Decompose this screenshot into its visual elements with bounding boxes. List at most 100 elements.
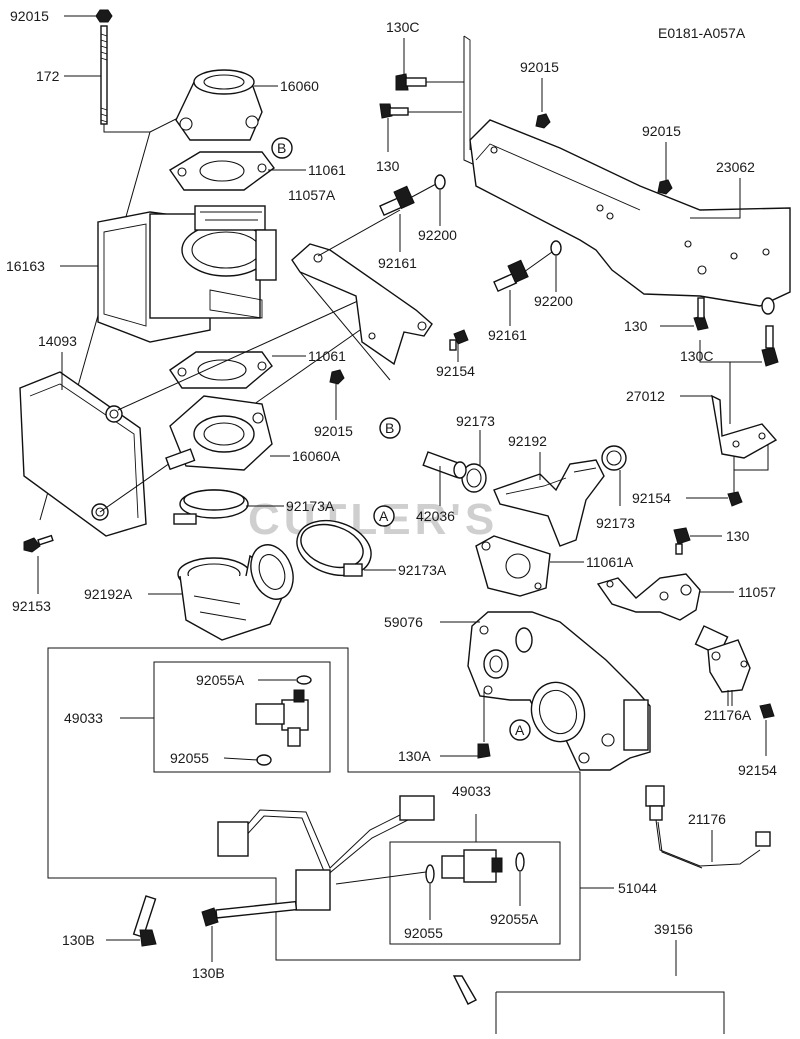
callout-92154: 92154 (738, 762, 777, 778)
svg-text:A: A (379, 508, 389, 524)
leader-lines (37, 15, 767, 976)
callout-92055: 92055 (170, 750, 209, 766)
sensor-21176A (694, 625, 751, 693)
o-ring-92055A-left (296, 675, 312, 685)
callout-11061: 11061 (308, 162, 346, 178)
callout-42036: 42036 (416, 508, 455, 524)
callout-92173A: 92173A (286, 498, 335, 514)
callout-14093: 14093 (38, 333, 77, 349)
callout-92173: 92173 (596, 515, 635, 531)
injector-49033-left (255, 689, 309, 747)
callout-49033: 49033 (452, 783, 491, 799)
stud-172 (100, 25, 108, 125)
callout-92055A: 92055A (490, 911, 539, 927)
o-ring-92055A-right (515, 852, 525, 872)
manifold-59076 (467, 611, 651, 771)
washer-92200-b (550, 240, 562, 256)
callout-92192A: 92192A (84, 586, 133, 602)
intake-boot-92192A (177, 544, 294, 641)
callout-130: 130 (376, 158, 400, 174)
callout-92200: 92200 (418, 227, 457, 243)
watermark: CUTLER'S (248, 495, 498, 544)
ref-marker-a-bottom: A (509, 719, 531, 741)
gasket-11061A (475, 535, 551, 597)
ref-marker-b-top: B (271, 137, 293, 159)
callout-130B: 130B (62, 932, 95, 948)
gasket-11061-lower (169, 351, 273, 389)
nut-92015-bracket-b (657, 179, 673, 195)
standoff-92161-b (493, 251, 553, 293)
svg-text:B: B (385, 420, 394, 436)
bolt-130A (477, 743, 491, 759)
group-outline-51044 (47, 647, 581, 961)
callout-92015: 92015 (642, 123, 681, 139)
svg-text:B: B (277, 140, 286, 156)
adapter-16060 (175, 69, 263, 141)
callout-92055A: 92055A (196, 672, 245, 688)
callout-92055: 92055 (404, 925, 443, 941)
bolt-130B-left (132, 895, 157, 947)
bracket-11057 (596, 573, 701, 621)
bolt-130-right (693, 297, 709, 331)
callout-130B: 130B (192, 965, 225, 981)
standoff-92161-a (379, 183, 437, 217)
callout-92192: 92192 (508, 433, 547, 449)
callout-51044: 51044 (618, 880, 657, 896)
clamp-92173A-right (296, 519, 372, 577)
callout-172: 172 (36, 68, 60, 84)
callout-92015: 92015 (10, 8, 49, 24)
nut-92015-lower (329, 369, 345, 385)
callout-92015: 92015 (314, 423, 353, 439)
callout-130: 130 (726, 528, 750, 544)
gasket-11061-top (168, 151, 275, 191)
callout-16060: 16060 (280, 78, 319, 94)
hose-92192 (493, 459, 605, 547)
callout-11061: 11061 (308, 348, 346, 364)
o-ring-92055-left (256, 754, 272, 766)
bolt-130-middle (673, 527, 691, 555)
group-outline-49033-left (153, 661, 331, 773)
bolt-130C-top (395, 73, 464, 91)
callout-92161: 92161 (378, 255, 417, 271)
callout-130A: 130A (398, 748, 431, 764)
bracket-23062 (469, 119, 791, 307)
callout-92161: 92161 (488, 327, 527, 343)
callout-11061A: 11061A (586, 554, 634, 570)
nut-92015-top (95, 9, 113, 23)
callout-49033: 49033 (64, 710, 103, 726)
bolt-92153 (23, 534, 54, 553)
bolt-130C-right (761, 297, 779, 367)
clamp-92173-b (601, 445, 627, 471)
air-box-14093 (19, 371, 147, 537)
adapter-16060A (165, 395, 273, 471)
bracket-11057A (291, 243, 433, 366)
clamp-92173A-left (173, 489, 249, 525)
fuel-pipe-51044 (217, 795, 435, 911)
callout-23062: 23062 (716, 159, 755, 175)
callout-92015: 92015 (520, 59, 559, 75)
o-ring-92055-right (425, 864, 435, 884)
callout-92153: 92153 (12, 598, 51, 614)
callout-130C: 130C (386, 19, 419, 35)
callout-92154: 92154 (632, 490, 671, 506)
ref-marker-b-right: B (379, 417, 401, 439)
bolt-92154-27012 (727, 491, 743, 507)
callout-16163: 16163 (6, 258, 45, 274)
callout-39156: 39156 (654, 921, 693, 937)
bolt-130B-right (201, 900, 298, 927)
callout-11057: 11057 (738, 584, 776, 600)
callout-11057A: 11057A (288, 187, 336, 203)
hose-39156 (452, 975, 725, 1034)
stud-guide-line (39, 124, 151, 521)
bolt-92154-sensor (759, 703, 775, 719)
callout-59076: 59076 (384, 614, 423, 630)
callout-27012: 27012 (626, 388, 665, 404)
callout-labels: 92015 172 16060 11061 11057A 16163 14093… (6, 8, 777, 981)
svg-text:A: A (515, 722, 525, 738)
callout-92154: 92154 (436, 363, 475, 379)
sensor-21176 (645, 785, 771, 869)
callout-92200: 92200 (534, 293, 573, 309)
nut-92015-bracket-a (535, 113, 551, 129)
